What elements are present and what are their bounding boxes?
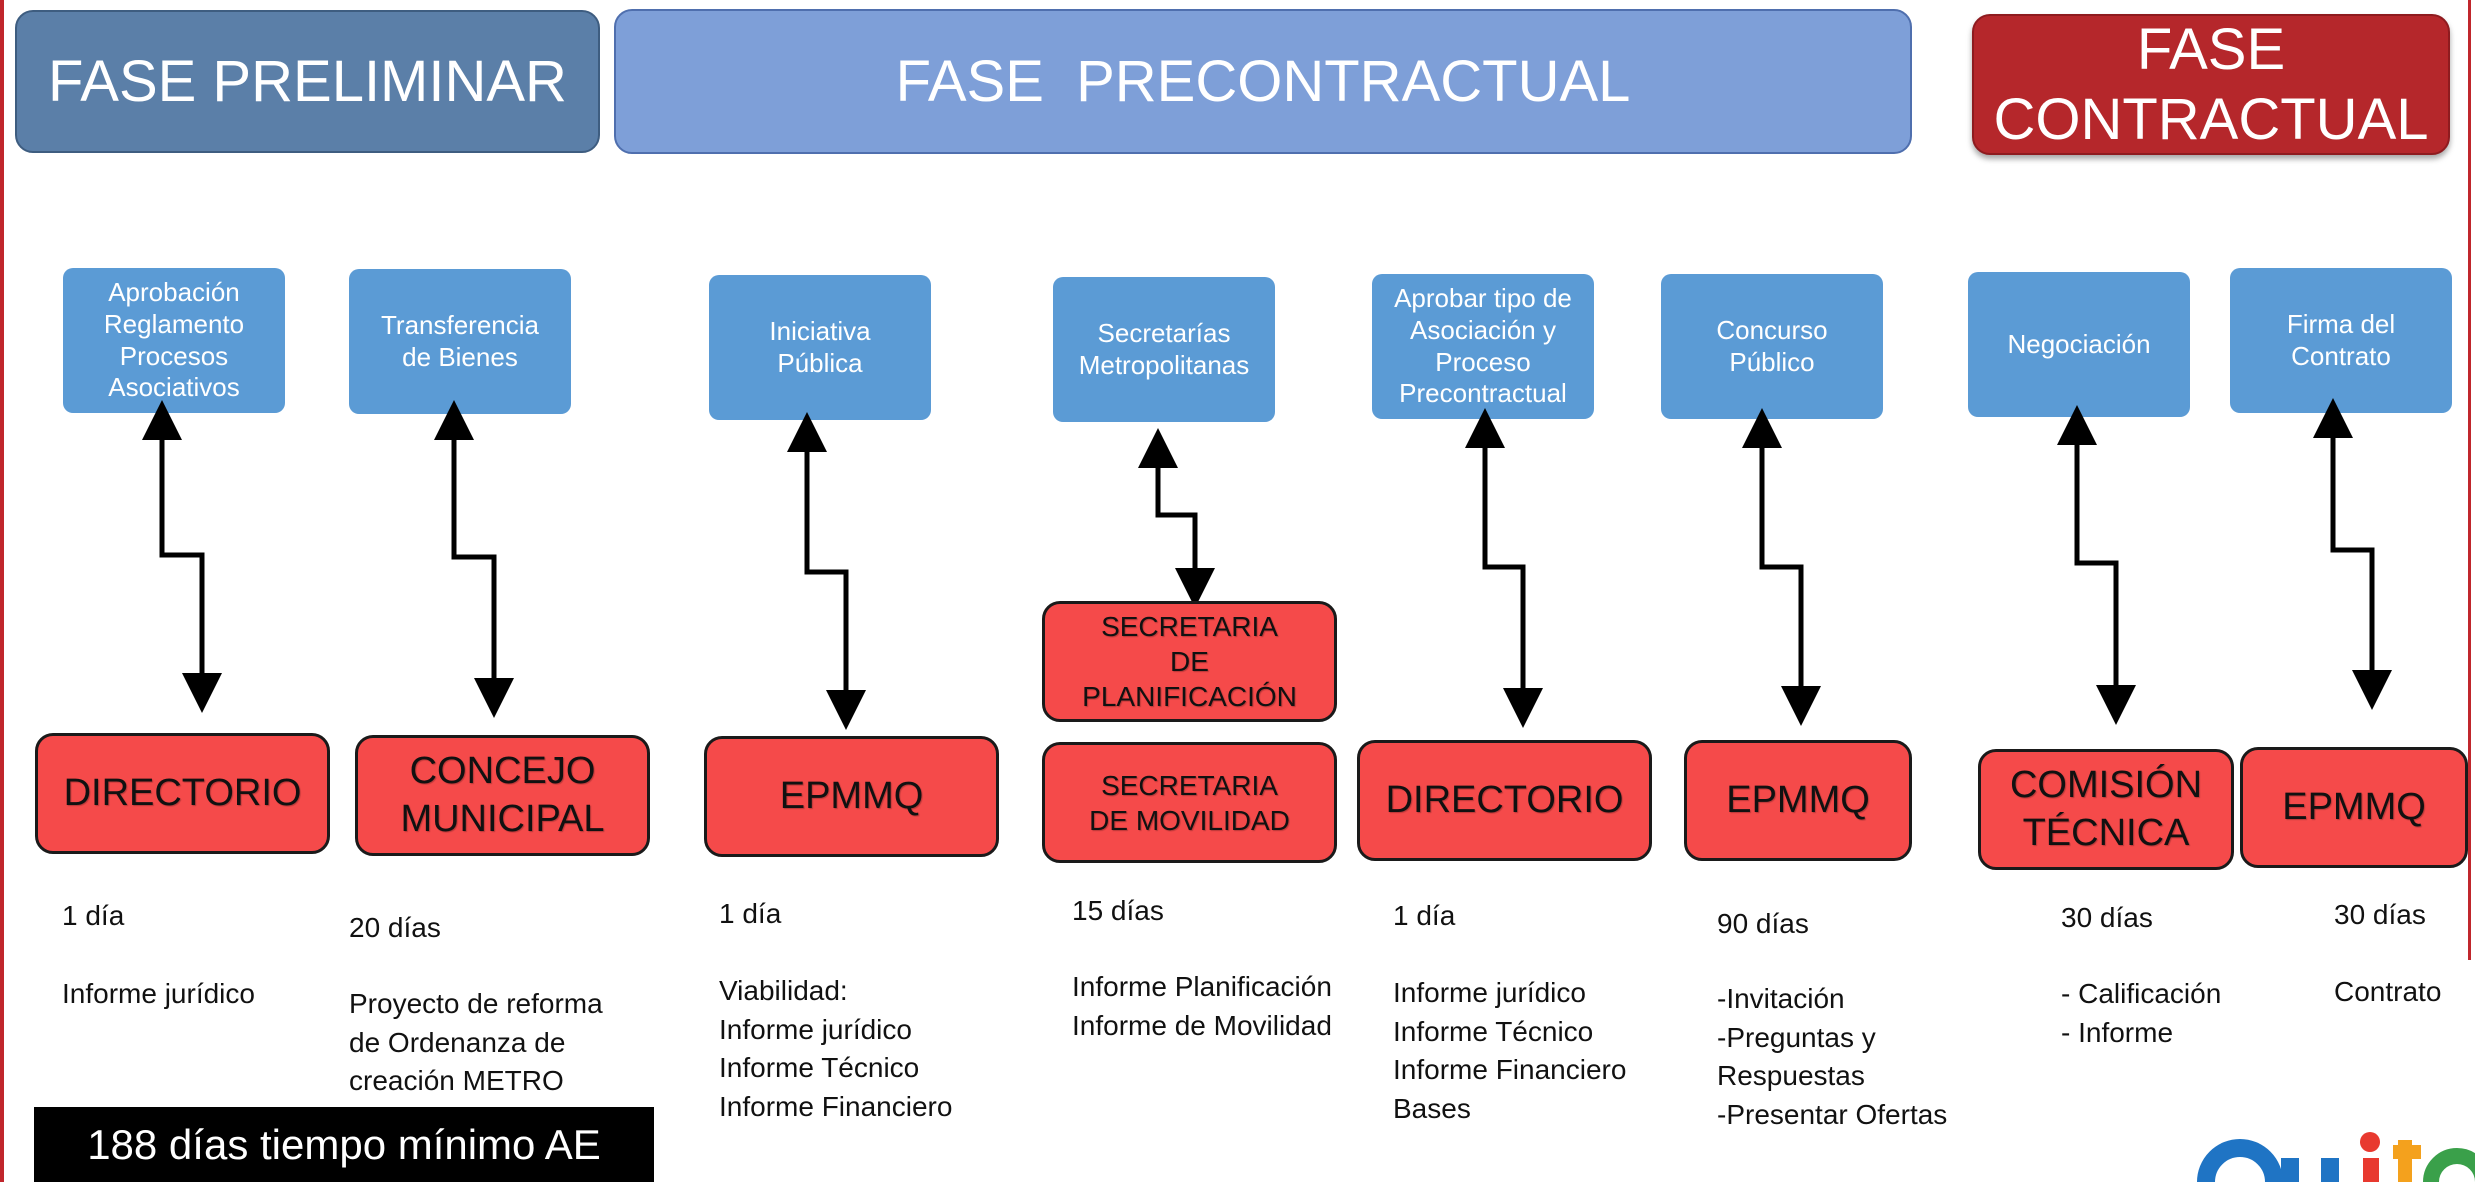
deliverable-item: de Ordenanza de	[349, 1026, 566, 1058]
deliverable-item: Contrato	[2334, 976, 2442, 1007]
deliverable-item: creación METRO	[349, 1065, 564, 1097]
phase-precontractual-header: FASE PRECONTRACTUAL	[614, 9, 1912, 154]
activity-box: Firma del Contrato	[2230, 268, 2452, 413]
deliverables-list: Proyecto de reforma de Ordenanza de crea…	[349, 985, 603, 1101]
entity-box: EPMMQ	[704, 736, 999, 857]
phase-preliminar-header: FASE PRELIMINAR	[15, 10, 600, 153]
zigzag-arrow-icon	[2057, 405, 2136, 725]
total-duration-banner: 188 días tiempo mínimo AE	[34, 1107, 654, 1182]
quito-logo-icon	[2197, 1132, 2475, 1182]
entity-box: EPMMQ	[1684, 740, 1912, 861]
entity-box: SECRETARIA DE PLANIFICACIÓN	[1042, 601, 1337, 722]
duration-label: 1 día	[719, 898, 782, 929]
deliverable-item: Informe jurídico	[719, 1013, 912, 1045]
entity-box: COMISIÓN TÉCNICA	[1978, 749, 2234, 870]
deliverables-list: Contrato	[2334, 973, 2441, 1012]
deliverable-item: Informe jurídico	[62, 978, 255, 1009]
duration-label: 30 días	[2334, 899, 2426, 930]
deliverables-list: Informe jurídico	[62, 975, 255, 1014]
duration-label: 1 día	[62, 900, 125, 931]
deliverable-item: Respuestas	[1717, 1060, 1865, 1092]
deliverables-list: - Calificación - Informe	[2061, 975, 2221, 1052]
zigzag-arrow-icon	[1742, 408, 1821, 726]
deliverable-item: Informe Financiero	[1393, 1054, 1627, 1086]
deliverables-list: -Invitación -Preguntas y Respuestas -Pre…	[1717, 980, 1947, 1135]
duration-label: 1 día	[1393, 900, 1456, 931]
duration-label: 30 días	[2061, 902, 2153, 933]
left-border-line	[0, 0, 4, 1182]
entity-box: SECRETARIA DE MOVILIDAD	[1042, 742, 1337, 863]
activity-box: Aprobar tipo de Asociación y Proceso Pre…	[1372, 274, 1594, 419]
deliverable-item: Informe Técnico	[719, 1052, 920, 1084]
zigzag-arrow-icon	[142, 400, 222, 713]
duration-label: 15 días	[1072, 895, 1164, 926]
deliverable-item: Informe jurídico	[1393, 977, 1586, 1008]
deliverable-item: Informe de Movilidad	[1072, 1009, 1332, 1041]
deliverable-item: Informe Planificación	[1072, 971, 1332, 1002]
activity-box: Concurso Público	[1661, 274, 1883, 419]
duration-label: 90 días	[1717, 908, 1809, 939]
activity-box: Secretarías Metropolitanas	[1053, 277, 1275, 422]
zigzag-arrow-icon	[1465, 408, 1543, 728]
phase-contractual-header: FASE CONTRACTUAL	[1972, 14, 2450, 155]
right-border-line	[2468, 0, 2471, 960]
deliverable-item: Bases	[1393, 1092, 1471, 1124]
deliverable-item: -Presentar Ofertas	[1717, 1098, 1948, 1130]
deliverable-item: - Informe	[2061, 1016, 2174, 1048]
duration-label: 20 días	[349, 912, 441, 943]
entity-box: CONCEJO MUNICIPAL	[355, 735, 650, 856]
activity-box: Iniciativa Pública	[709, 275, 931, 420]
deliverable-item: -Invitación	[1717, 983, 1845, 1014]
zigzag-arrow-icon	[787, 412, 866, 730]
deliverables-list: Informe jurídico Informe Técnico Informe…	[1393, 974, 1626, 1129]
zigzag-arrow-icon	[434, 400, 514, 718]
zigzag-arrow-icon	[2313, 398, 2392, 710]
activity-box: Aprobación Reglamento Procesos Asociativ…	[63, 268, 285, 413]
deliverables-list: Informe Planificación Informe de Movilid…	[1072, 968, 1332, 1045]
deliverables-list: Viabilidad: Informe jurídico Informe Téc…	[719, 972, 952, 1127]
deliverable-item: - Calificación	[2061, 978, 2222, 1009]
activity-box: Negociación	[1968, 272, 2190, 417]
deliverable-item: -Preguntas y	[1717, 1021, 1876, 1053]
deliverable-item: Informe Financiero	[719, 1090, 953, 1122]
deliverable-item: Informe Técnico	[1393, 1015, 1594, 1047]
deliverable-item: Viabilidad:	[719, 975, 848, 1006]
entity-box: EPMMQ	[2240, 747, 2468, 868]
zigzag-arrow-icon	[1138, 428, 1215, 608]
deliverable-item: Proyecto de reforma	[349, 988, 603, 1019]
activity-box: Transferencia de Bienes	[349, 269, 571, 414]
entity-box: DIRECTORIO	[1357, 740, 1652, 861]
entity-box: DIRECTORIO	[35, 733, 330, 854]
